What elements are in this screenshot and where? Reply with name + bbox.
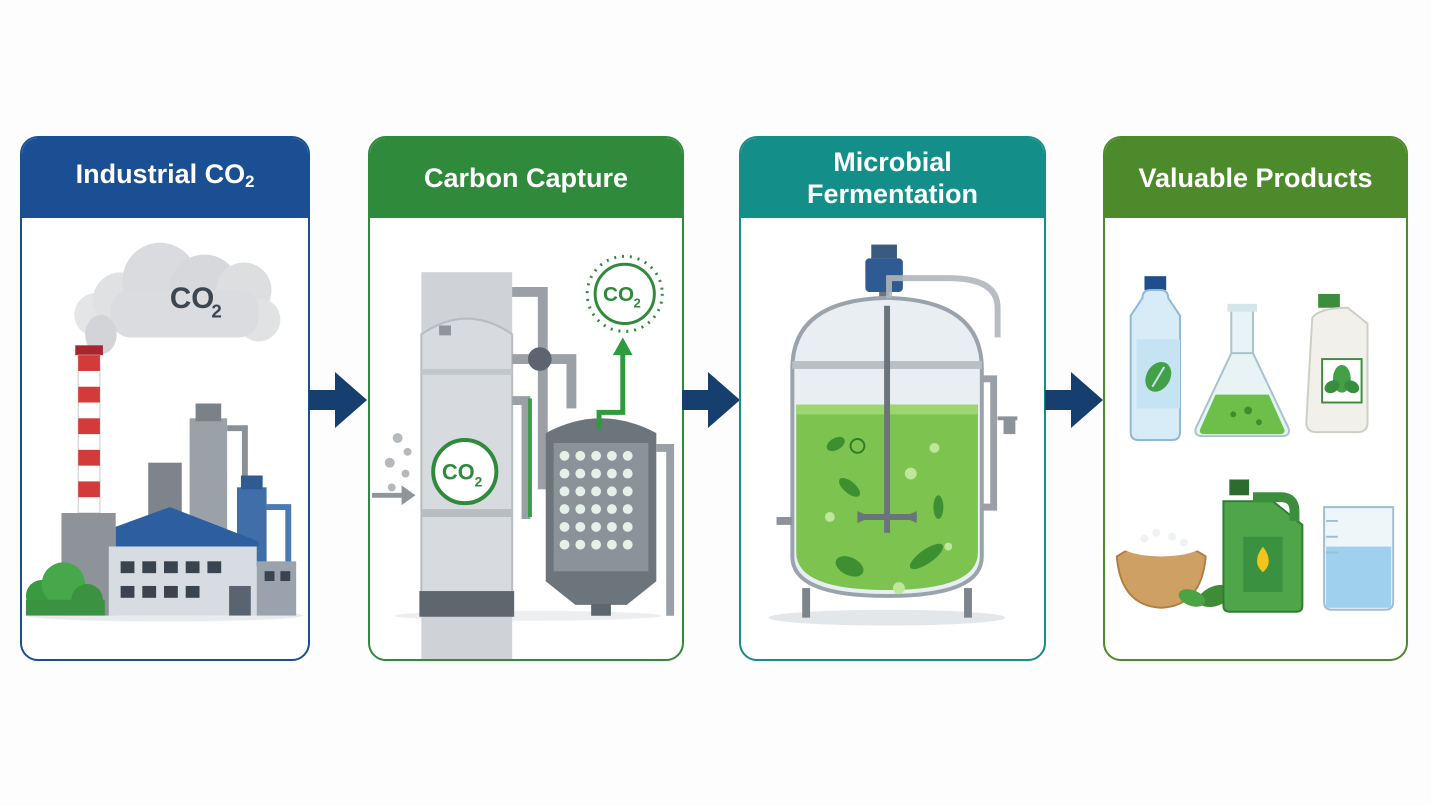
panel-title: Industrial CO2 [22, 138, 308, 218]
panel-microbial-fermentation: Microbial Fermentation [739, 136, 1046, 661]
panel-industrial-co2: Industrial CO2 CO 2 [20, 136, 310, 661]
panel-title-text: Industrial CO [75, 158, 246, 189]
factory-icon [61, 403, 297, 616]
salt-bowl-icon [1115, 528, 1233, 609]
released-co2-subscript: 2 [634, 296, 641, 311]
panel-title-line-1: Microbial [833, 147, 952, 177]
panel-title-text: Valuable Products [1138, 163, 1373, 193]
water-bottle-icon [1129, 276, 1181, 441]
beaker-icon [1323, 506, 1395, 611]
flow-arrow-2 [682, 372, 740, 428]
bioreactor-icon [776, 244, 1018, 618]
panel-title: Valuable Products [1105, 138, 1406, 218]
fuel-can-icon [1222, 479, 1304, 613]
cloud-co2-label: CO [170, 282, 214, 315]
chimney-icon [75, 345, 103, 514]
factory-illustration: CO 2 [25, 242, 304, 622]
flow-arrow-1 [309, 372, 367, 428]
released-co2-label: CO [603, 283, 634, 306]
flask-icon [1194, 303, 1290, 438]
panel-valuable-products: Valuable Products [1103, 136, 1408, 661]
products-illustration [1115, 276, 1395, 613]
panel-title-text: Carbon Capture [423, 163, 629, 193]
smoke-cloud-icon [74, 242, 281, 355]
panel-title: Carbon Capture [370, 138, 682, 218]
panel-title: Microbial Fermentation [741, 138, 1044, 218]
bioreactor-illustration [768, 244, 1018, 626]
carbon-capture-illustration: CO 2 CO 2 [371, 254, 675, 659]
jug-icon [1305, 293, 1369, 434]
panel-carbon-capture: Carbon Capture CO 2 [368, 136, 684, 661]
tower-co2-label: CO [442, 460, 475, 485]
panel-title-subscript: 2 [245, 172, 255, 192]
tower-co2-subscript: 2 [475, 473, 483, 489]
heat-exchanger-icon [545, 418, 657, 616]
bush-icon [25, 562, 105, 616]
cloud-co2-subscript: 2 [211, 301, 221, 322]
flow-arrow-3 [1045, 372, 1103, 428]
panel-title-line-2: Fermentation [806, 179, 979, 209]
